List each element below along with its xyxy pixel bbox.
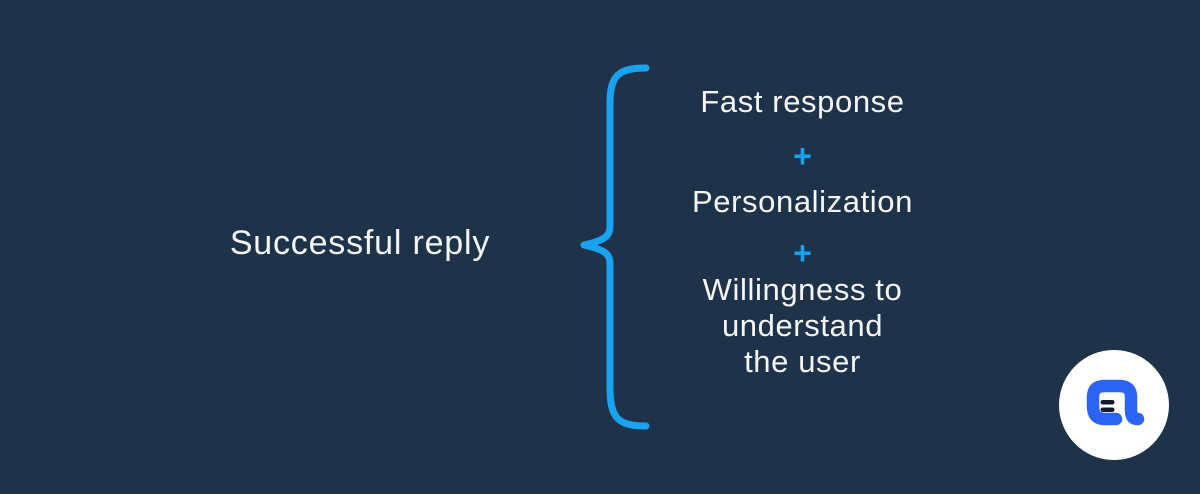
component-personalization: Personalization xyxy=(692,184,913,219)
plus-icon: + xyxy=(793,138,812,174)
result-label: Successful reply xyxy=(229,224,491,262)
curly-brace xyxy=(580,64,650,430)
component-fast-response: Fast response xyxy=(700,84,905,119)
letter-a-logo-icon xyxy=(1059,350,1169,460)
components-column: Fast response + Personalization + Willin… xyxy=(640,0,965,494)
plus-icon: + xyxy=(793,235,812,271)
component-willingness: Willingness to understand the user xyxy=(702,272,903,379)
